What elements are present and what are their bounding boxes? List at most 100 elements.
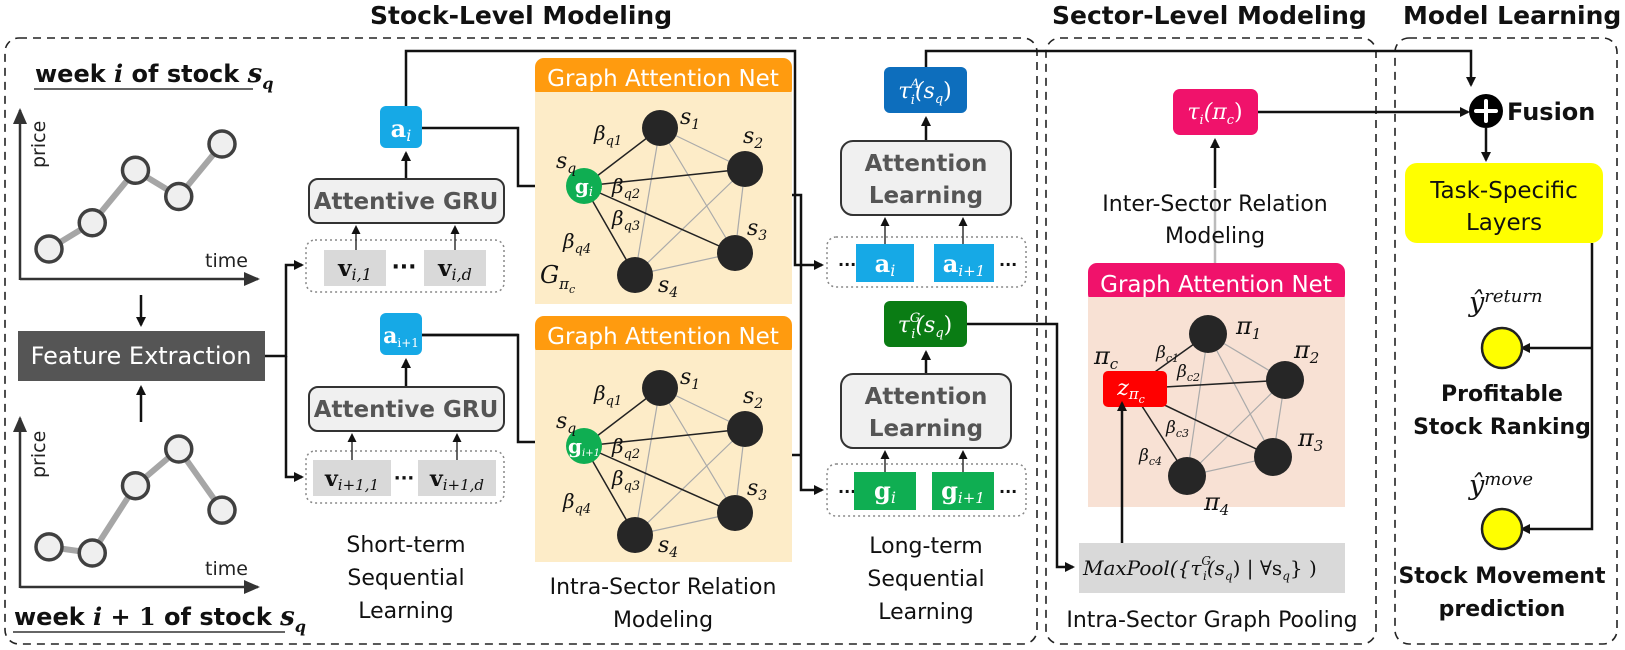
sector-node-label: π2: [1293, 336, 1319, 367]
seq-a-i1-label: ai+1: [943, 249, 985, 280]
section-title-sector-level: Sector-Level Modeling: [1052, 1, 1367, 30]
sector-node-label: π3: [1297, 424, 1323, 455]
seq-g-i1-label: gi+1: [941, 476, 985, 507]
target-stock-node: [566, 428, 602, 464]
a-i1-label: ai+1: [383, 323, 419, 350]
target-stock-label: gi: [575, 174, 593, 200]
price-point: [34, 532, 64, 562]
attention-learning-bottom-label-2: Learning: [869, 416, 983, 442]
movement-label-2: prediction: [1439, 597, 1566, 622]
target-sector-label: zπc: [1116, 376, 1145, 406]
attention-edge: [583, 428, 746, 447]
svg-text:Intra-Sector Relation: Intra-Sector Relation: [550, 575, 777, 600]
price-chart-week-i: price time: [13, 108, 260, 286]
y-axis-label: price: [28, 121, 50, 168]
connector-gat-top-to-g-seq: [792, 193, 824, 495]
graph-edge: [634, 428, 746, 536]
long-term-caption: Long-term Sequential Learning: [867, 534, 984, 625]
stock-node: [717, 495, 753, 531]
ranking-label-1: Profitable: [1441, 382, 1563, 407]
price-point: [207, 129, 237, 159]
stock-node: [717, 235, 753, 271]
stock-node: [617, 257, 653, 293]
price-point: [164, 434, 194, 464]
stock-node-label: s1: [680, 105, 700, 133]
attentive-gru-top: [308, 178, 505, 224]
attention-learning-bottom: [840, 373, 1012, 449]
graph-edge: [634, 127, 661, 276]
gat-bottom-label: Graph Attention Net: [547, 324, 779, 350]
stock-node-label: s4: [658, 273, 678, 301]
v-i1-1-label: vi+1,1: [324, 466, 379, 494]
target-stock-name: sq: [556, 409, 576, 437]
target-sector-name: πc: [1093, 342, 1119, 373]
target-sector-node: [1103, 371, 1167, 407]
ellipsis: ···: [838, 255, 856, 274]
a-i1-box: [380, 313, 422, 355]
price-point: [34, 234, 64, 264]
stock-node-label: s3: [747, 216, 767, 244]
attention-weight-label: βq3: [611, 206, 640, 234]
stock-node: [642, 370, 678, 406]
gat-bottom-header: [535, 316, 792, 356]
price-point: [164, 181, 194, 212]
target-stock-node: [566, 168, 602, 204]
feature-extraction-box: [18, 331, 265, 381]
sector-node: [1266, 361, 1304, 399]
gat-top-label: Graph Attention Net: [547, 66, 779, 92]
sector-gat-label: Graph Attention Net: [1100, 272, 1332, 298]
svg-text:Sequential: Sequential: [347, 566, 464, 591]
stock-node: [617, 517, 653, 553]
attention-weight-label: βq2: [611, 434, 640, 462]
svg-text:Modeling: Modeling: [1165, 224, 1265, 249]
ellipsis: ···: [999, 482, 1017, 501]
attention-learning-top-label-2: Learning: [869, 183, 983, 209]
connector-task-to-move: [1520, 243, 1594, 534]
price-series: [34, 434, 237, 568]
sector-node: [1254, 438, 1292, 476]
tau-g-box: [884, 301, 967, 347]
sector-node: [1189, 315, 1227, 353]
seq-a-i-label: ai: [875, 249, 896, 280]
attention-weight-label: βq4: [562, 229, 591, 257]
ellipsis: ···: [838, 482, 856, 501]
ellipsis: ···: [999, 255, 1017, 274]
svg-text:Long-term: Long-term: [869, 534, 982, 559]
x-axis-label: time: [205, 250, 248, 272]
attention-edge: [583, 168, 746, 187]
svg-text:Sequential: Sequential: [867, 567, 984, 592]
stock-node: [727, 151, 763, 187]
connector-a-i-to-long-term: [404, 49, 824, 270]
graph-name-label: Gπc: [540, 261, 575, 296]
seq-g-i-label: gi: [874, 476, 896, 507]
pool-caption: Intra-Sector Graph Pooling: [1066, 608, 1357, 633]
seq-g-i1-box: [932, 472, 994, 510]
plus-icon: [1474, 99, 1498, 123]
move-output-node: [1480, 507, 1524, 551]
svg-text:week i + 1 of stock sq: week i + 1 of stock sq: [14, 602, 306, 636]
attention-weight-label: βq2: [611, 174, 640, 202]
attention-weight-label: βq1: [593, 381, 622, 409]
v-i-1-box: [324, 250, 386, 286]
v-i-d-box: [424, 250, 486, 286]
ellipsis: ···: [394, 468, 415, 489]
attention-weight-label: βc1: [1155, 343, 1179, 365]
sector-node-label: π1: [1235, 312, 1261, 343]
week-i-title: week i of stock sq: [34, 59, 273, 93]
ranking-label-2: Stock Ranking: [1413, 415, 1591, 440]
graph-edge: [1186, 379, 1286, 477]
sector-gat-header: [1088, 263, 1345, 303]
attentive-gru-bottom-label: Attentive GRU: [314, 397, 499, 423]
week-i1-title: week i + 1 of stock sq: [13, 602, 306, 636]
task-specific-layers-box: [1405, 163, 1603, 243]
target-stock-label: gi+1: [568, 434, 600, 459]
task-specific-label-1: Task-Specific: [1429, 178, 1577, 204]
inter-sector-caption: Inter-Sector Relation Modeling: [1102, 192, 1327, 249]
short-term-caption: Short-term Sequential Learning: [346, 533, 465, 624]
maxpool-box: [1079, 543, 1345, 593]
seq-g-i-box: [854, 472, 916, 510]
attentive-gru-top-label: Attentive GRU: [314, 189, 499, 215]
